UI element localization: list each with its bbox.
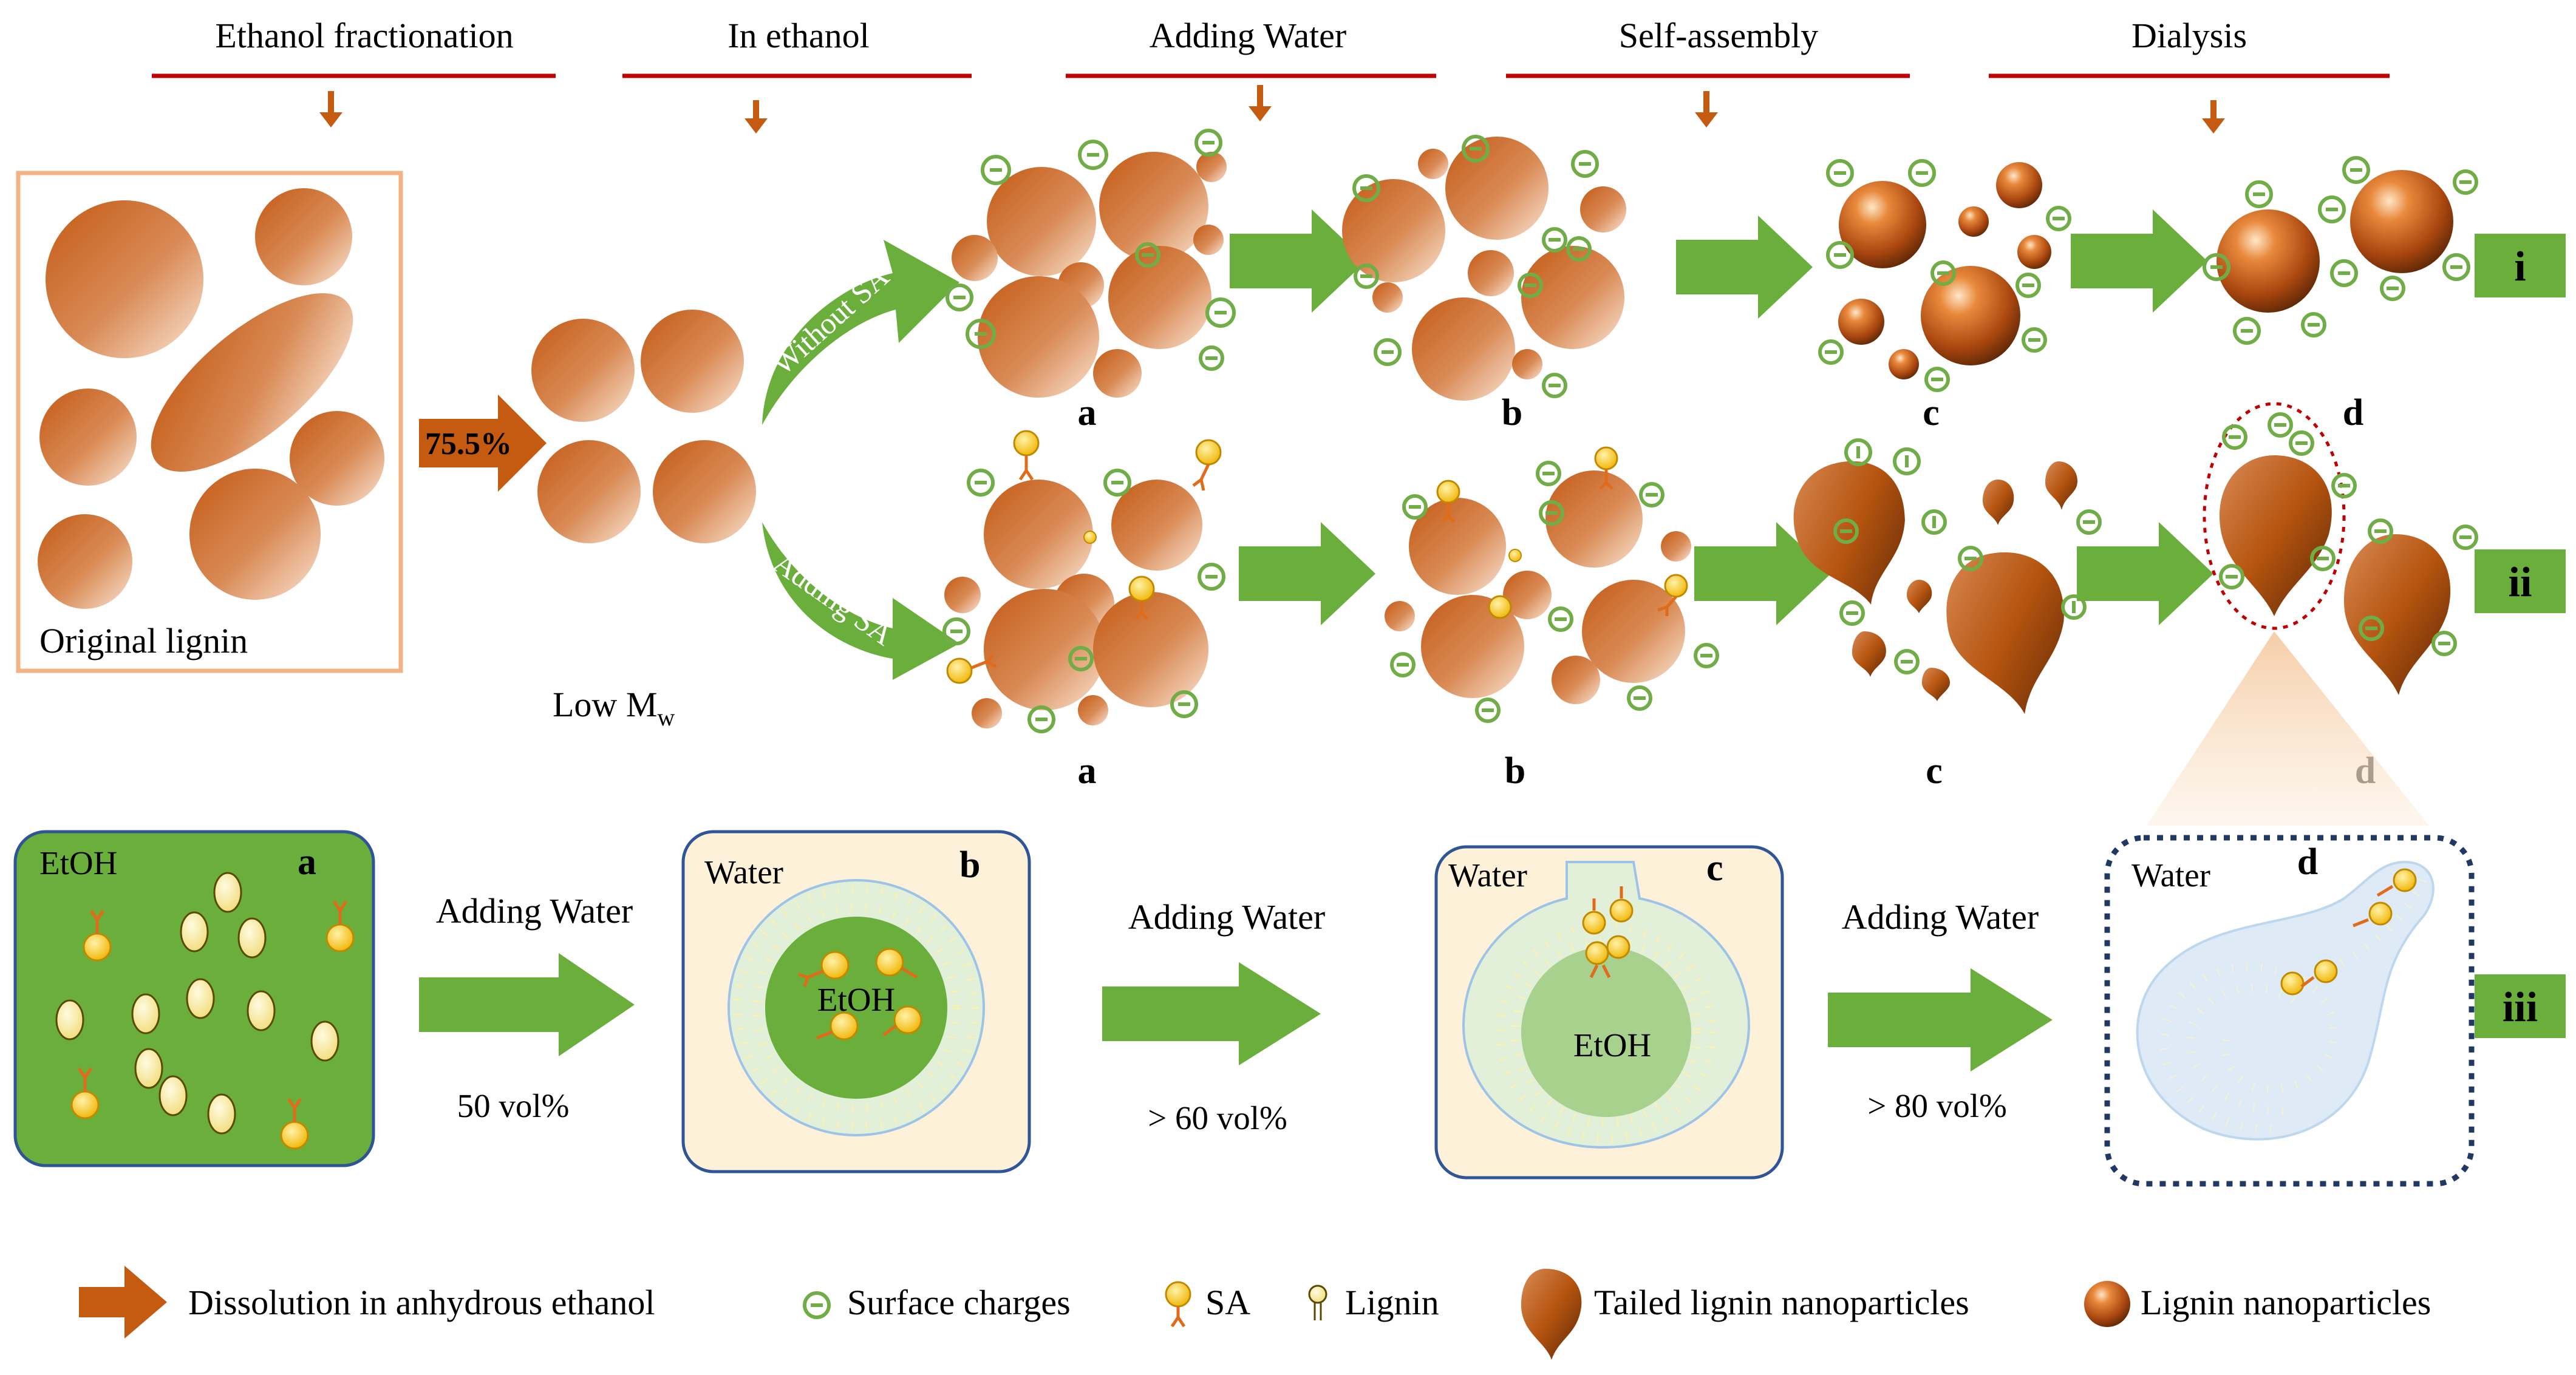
arrow-down-icon — [1249, 85, 1272, 121]
vol-60-label: > 60 vol% — [1148, 1099, 1287, 1136]
row-iii: EtOH a Adding Water 50 vol% — [13, 830, 2566, 1187]
stage-in-ethanol: In ethanol — [727, 16, 870, 55]
arrow-down-icon — [1695, 91, 1718, 127]
etoh-label-b: EtOH — [817, 981, 895, 1018]
tailed-particle-icon — [1521, 1269, 1582, 1360]
yield-label: 75.5% — [425, 427, 512, 461]
lignin-icon — [1308, 1285, 1327, 1320]
original-lignin-panel: Original lignin — [16, 171, 403, 673]
low-mw-label: Low Mw — [553, 685, 675, 731]
etoh-label-c: EtOH — [1573, 1027, 1651, 1064]
sa-icon — [1165, 1281, 1191, 1328]
label-b-row3: b — [959, 844, 980, 886]
legend-lignin: Lignin — [1345, 1283, 1439, 1322]
label-c-row1: c — [1923, 392, 1940, 433]
stage-ethanol-fractionation: Ethanol fractionation — [215, 16, 513, 55]
stage-headers: Ethanol fractionation In ethanol Adding … — [152, 16, 2390, 134]
arrow-down-icon — [745, 100, 768, 134]
legend-tailed: Tailed lignin nanoparticles — [1594, 1283, 1969, 1322]
water-label-c: Water — [1448, 857, 1527, 894]
zoom-beam — [2147, 631, 2429, 826]
water-label-b: Water — [704, 854, 783, 891]
label-d-row3: d — [2297, 841, 2318, 883]
row-i: a b — [946, 129, 2566, 433]
adding-water-label-1: Adding Water — [436, 891, 633, 931]
label-b-row2: b — [1505, 750, 1525, 792]
vol-80-label: > 80 vol% — [1867, 1087, 2007, 1124]
label-d-row1: d — [2343, 392, 2363, 433]
arrow-down-icon — [2202, 100, 2225, 134]
stage-adding-water: Adding Water — [1150, 16, 1346, 55]
branch-arrows: Without SA Adding SA — [762, 240, 959, 680]
stage-dialysis: Dialysis — [2131, 16, 2247, 55]
legend-charges: Surface charges — [847, 1283, 1071, 1322]
etoh-label-a: EtOH — [39, 844, 117, 881]
low-mw-particles: Low Mw — [531, 310, 756, 731]
row-iii-badge: iii — [2503, 984, 2538, 1031]
label-b-row1: b — [1502, 392, 1522, 433]
label-a-row3: a — [298, 841, 316, 883]
brown-arrow-icon — [79, 1266, 167, 1339]
adding-water-label-3: Adding Water — [1842, 897, 2039, 937]
row-i-badge: i — [2514, 243, 2526, 290]
without-sa-label: Without SA — [765, 259, 896, 381]
stage-self-assembly: Self-assembly — [1619, 16, 1819, 55]
row-ii-badge: ii — [2509, 559, 2532, 606]
water-label-d: Water — [2131, 857, 2210, 894]
label-a-row2: a — [1078, 750, 1097, 792]
legend-dissolution: Dissolution in anhydrous ethanol — [188, 1283, 655, 1322]
label-c-row3: c — [1706, 847, 1723, 889]
arrow-down-icon — [319, 91, 342, 127]
legend-sa: SA — [1205, 1283, 1250, 1322]
vol-50-label: 50 vol% — [457, 1087, 570, 1124]
adding-water-label-2: Adding Water — [1128, 897, 1325, 937]
row-ii: a b — [942, 402, 2566, 792]
original-lignin-label: Original lignin — [39, 621, 248, 660]
dissolution-arrow: 75.5% — [419, 395, 547, 492]
legend: Dissolution in anhydrous ethanol Surface… — [79, 1266, 2431, 1360]
surface-charge-icon — [803, 1291, 831, 1319]
label-c-row2: c — [1926, 750, 1943, 792]
nanoparticle-icon — [2084, 1281, 2130, 1327]
label-a-row1: a — [1078, 392, 1097, 433]
legend-nanoparticles: Lignin nanoparticles — [2141, 1283, 2431, 1322]
